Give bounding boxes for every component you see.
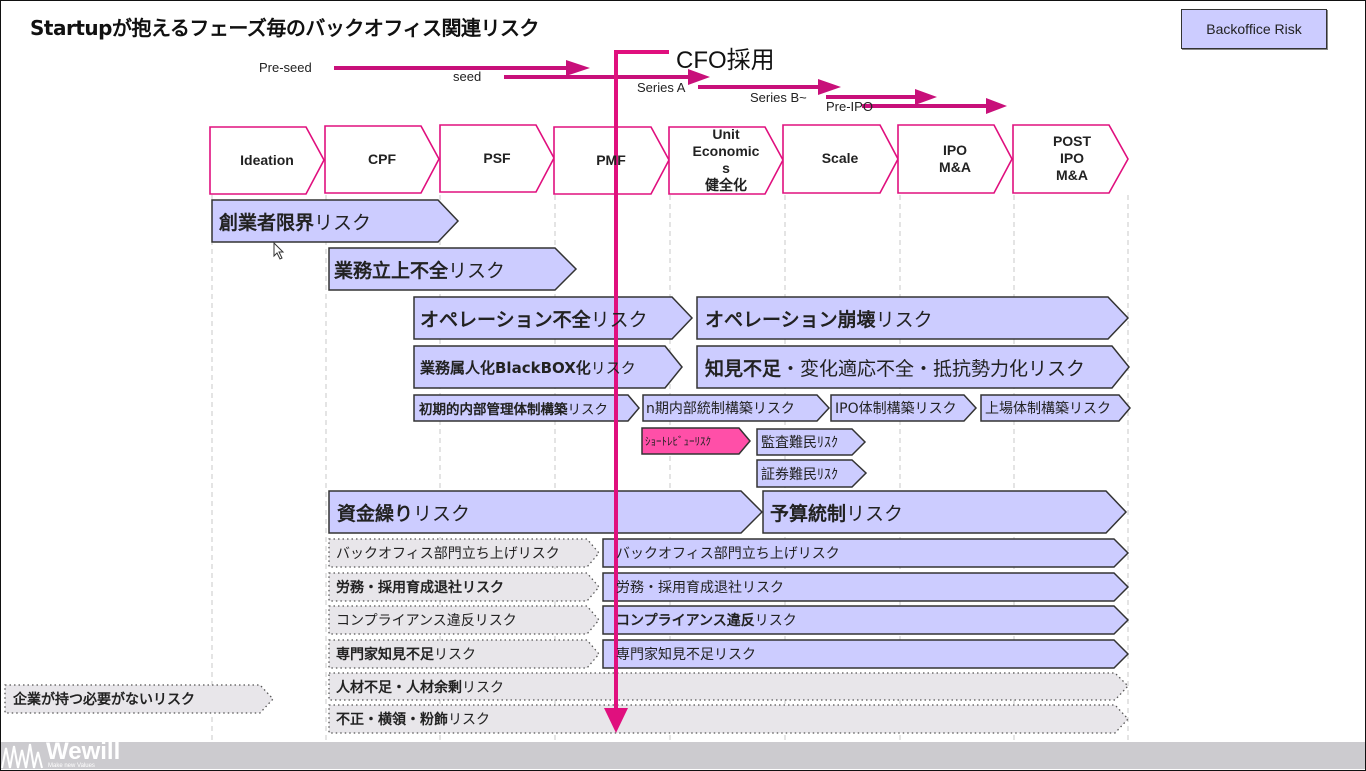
arrow-seed	[504, 75, 690, 79]
risk-compliance-early: コンプライアンス違反リスク	[336, 613, 517, 629]
phase-label-line: s	[722, 160, 730, 176]
cfo-marker	[604, 50, 669, 733]
footer-logo: Wewill	[46, 738, 121, 765]
optional-risk-arrows	[4, 538, 1129, 734]
phase-label-pmf: PMF	[596, 152, 626, 168]
phase-cpf	[324, 125, 440, 194]
phase-scale	[782, 124, 899, 194]
risk-cash-flow: 資金繰りリスク	[337, 502, 471, 525]
risk-budget-control: 予算統制リスク	[770, 502, 904, 525]
arrow-pre-ipo-head	[986, 98, 1007, 114]
risk-labor: 労務・採用育成退社リスク	[616, 580, 784, 596]
cfo-hiring-label: CFO採用	[676, 47, 775, 74]
phase-label-line: M&A	[939, 158, 971, 175]
phase-chevrons	[209, 124, 1129, 195]
risk-backoffice-setup-early: バックオフィス部門立ち上げリスク	[336, 546, 560, 562]
wewill-logo-icon	[1, 743, 43, 769]
phase-label-ideation: Ideation	[240, 152, 294, 168]
phase-ipo	[897, 124, 1013, 194]
risk-audit-refugee: 監査難民ﾘｽｸ	[761, 435, 838, 451]
cfo-arrow-head	[604, 708, 628, 733]
arrow-pre-ipo	[862, 104, 987, 108]
arrow-series-a	[698, 85, 818, 89]
phase-post-ipo	[1012, 124, 1129, 194]
phase-pmf	[553, 126, 670, 195]
stage-series-a: Series A	[637, 80, 686, 95]
arrow-seed-head	[688, 69, 710, 85]
risk-n-period-internal-control: n期内部統制構築リスク	[646, 401, 795, 417]
arrow-series-a-head	[818, 79, 841, 95]
risk-hr-shortage: 人材不足・人材余剰リスク	[336, 679, 504, 696]
stage-seed: seed	[453, 69, 482, 84]
risk-securities-refugee: 証券難民ﾘｽｸ	[761, 466, 838, 483]
stage-pre-seed: Pre-seed	[259, 60, 312, 75]
mouse-cursor-icon	[273, 242, 285, 260]
phase-ideation	[209, 126, 325, 195]
arrow-series-b	[826, 95, 916, 99]
risk-labor-early: 労務・採用育成退社リスク	[336, 580, 504, 596]
risk-initial-internal-control: 初期的内部管理体制構築リスク	[419, 402, 608, 418]
risk-operation-collapse: オペレーション崩壊リスク	[705, 308, 933, 331]
risk-founder-limit: 創業者限界リスク	[219, 211, 372, 234]
phase-label-line: Economic	[692, 143, 760, 159]
arrow-pre-seed-head	[566, 60, 590, 76]
phase-label-psf: PSF	[483, 150, 511, 166]
risk-operation-incomplete: オペレーション不全リスク	[420, 308, 648, 331]
risk-ipo-structure: IPO体制構築リスク	[835, 401, 957, 417]
risk-business-setup: 業務立上不全リスク	[334, 259, 506, 282]
funding-arrows	[334, 60, 1007, 114]
legend-backoffice-risk: Backoffice Risk	[1181, 9, 1327, 49]
risk-listing-structure: 上場体制構築リスク	[985, 401, 1111, 417]
risk-expert-early: 専門家知見不足リスク	[336, 647, 476, 663]
phase-label-line: IPO	[942, 141, 968, 158]
risk-fraud: 不正・横領・粉飾リスク	[336, 712, 490, 728]
footer-bar	[1, 742, 1365, 769]
phase-psf	[439, 124, 555, 193]
risk-compliance: コンプライアンス違反リスク	[616, 613, 797, 629]
risk-unnecessary: 企業が持つ必要がないリスク	[13, 692, 195, 708]
phase-label-line: M&A	[1056, 167, 1088, 183]
stage-series-b: Series B~	[750, 90, 807, 105]
phase-label-line: POST	[1052, 133, 1092, 149]
risk-blackbox: 業務属人化BlackBOX化リスク	[420, 358, 636, 377]
phase-label-line: IPO	[1059, 150, 1085, 166]
phase-label-line: 健全化	[705, 177, 747, 193]
phase-label-cpf: CPF	[368, 151, 396, 167]
phase-label-scale: Scale	[821, 150, 859, 166]
risk-knowledge-shortage: 知見不足・変化適応不全・抵抗勢力化リスク	[705, 357, 1086, 380]
arrow-pre-seed	[334, 66, 566, 70]
risk-backoffice-setup: バックオフィス部門立ち上げリスク	[616, 546, 840, 562]
footer-tagline: Make new Values	[48, 763, 95, 769]
risk-expert: 専門家知見不足リスク	[616, 647, 756, 663]
arrow-series-b-head	[915, 89, 937, 105]
stage-pre-ipo: Pre-IPO	[826, 99, 873, 114]
phase-label-line: Unit	[712, 126, 740, 142]
short-review-arrow	[641, 427, 751, 455]
page-title: Startupが抱えるフェーズ毎のバックオフィス関連リスク	[30, 16, 539, 40]
risk-short-review: ｼｮｰﾄﾚﾋﾞｭｰﾘｽｸ	[645, 435, 711, 448]
phase-unit-economics	[668, 126, 784, 195]
